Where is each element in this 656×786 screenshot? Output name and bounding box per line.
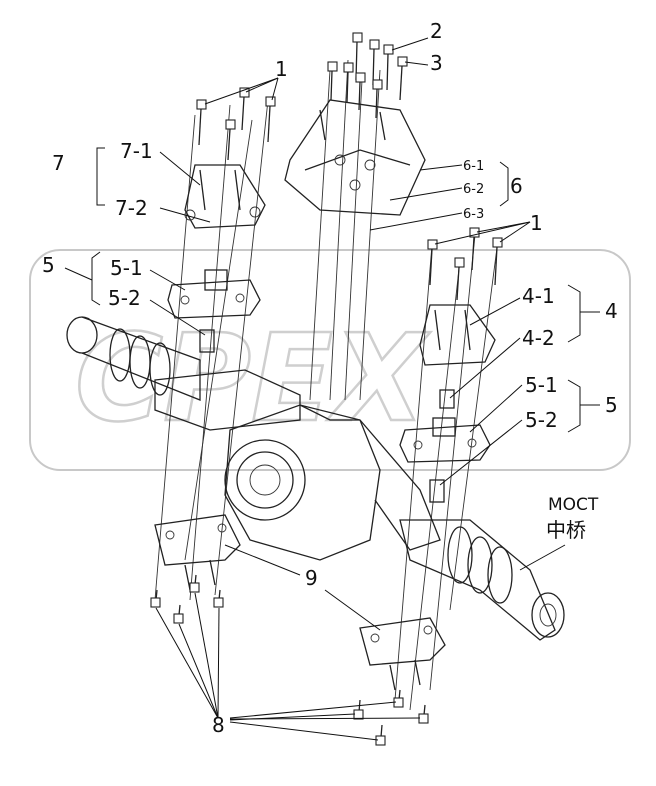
label-4: 4	[605, 299, 618, 323]
label-9: 9	[305, 566, 318, 590]
label-1-top: 1	[275, 57, 288, 81]
label-1-right: 1	[530, 211, 543, 235]
callout-labels: 1 2 3 7 7-1 7-2 6-1 6-2 6-3 6 1 5 5-1 5-…	[42, 19, 618, 737]
bolts-group-1-right	[427, 227, 503, 301]
label-4-1: 4-1	[522, 284, 555, 308]
lower-plate-9-left	[154, 514, 241, 591]
label-5-2-left: 5-2	[108, 286, 141, 310]
label-6: 6	[510, 174, 523, 198]
bolts-group-2-3	[327, 32, 408, 119]
block-5-right	[399, 417, 491, 503]
label-5-1-left: 5-1	[110, 256, 143, 280]
label-8: 8	[212, 713, 225, 737]
upper-bracket-6	[284, 99, 426, 216]
label-2: 2	[430, 19, 443, 43]
title-cn: 中桥	[546, 518, 586, 542]
label-7-1: 7-1	[120, 139, 153, 163]
label-6-3: 6-3	[463, 207, 484, 222]
axle-left-tube	[66, 316, 301, 431]
axle-right-tube	[399, 519, 565, 641]
bracket-7	[184, 164, 266, 229]
differential-housing	[224, 404, 441, 561]
label-7: 7	[52, 151, 65, 175]
label-7-2: 7-2	[115, 196, 148, 220]
block-5-left	[167, 269, 261, 353]
lower-plate-9-right	[359, 617, 446, 691]
title-ru: МОСТ	[548, 495, 599, 515]
label-5-2-right: 5-2	[525, 408, 558, 432]
label-3: 3	[430, 51, 443, 75]
label-4-2: 4-2	[522, 326, 555, 350]
label-6-1: 6-1	[463, 159, 484, 174]
watermark-text: CPEX	[75, 310, 431, 449]
label-6-2: 6-2	[463, 182, 484, 197]
watermark: CPEX	[29, 249, 631, 471]
label-5-left: 5	[42, 253, 55, 277]
bolts-group-1-left	[196, 87, 276, 161]
label-5-right: 5	[605, 393, 618, 417]
leader-lines	[64, 37, 600, 741]
bracket-4	[419, 304, 496, 409]
label-5-1-right: 5-1	[525, 373, 558, 397]
bolts-group-8	[150, 574, 429, 746]
